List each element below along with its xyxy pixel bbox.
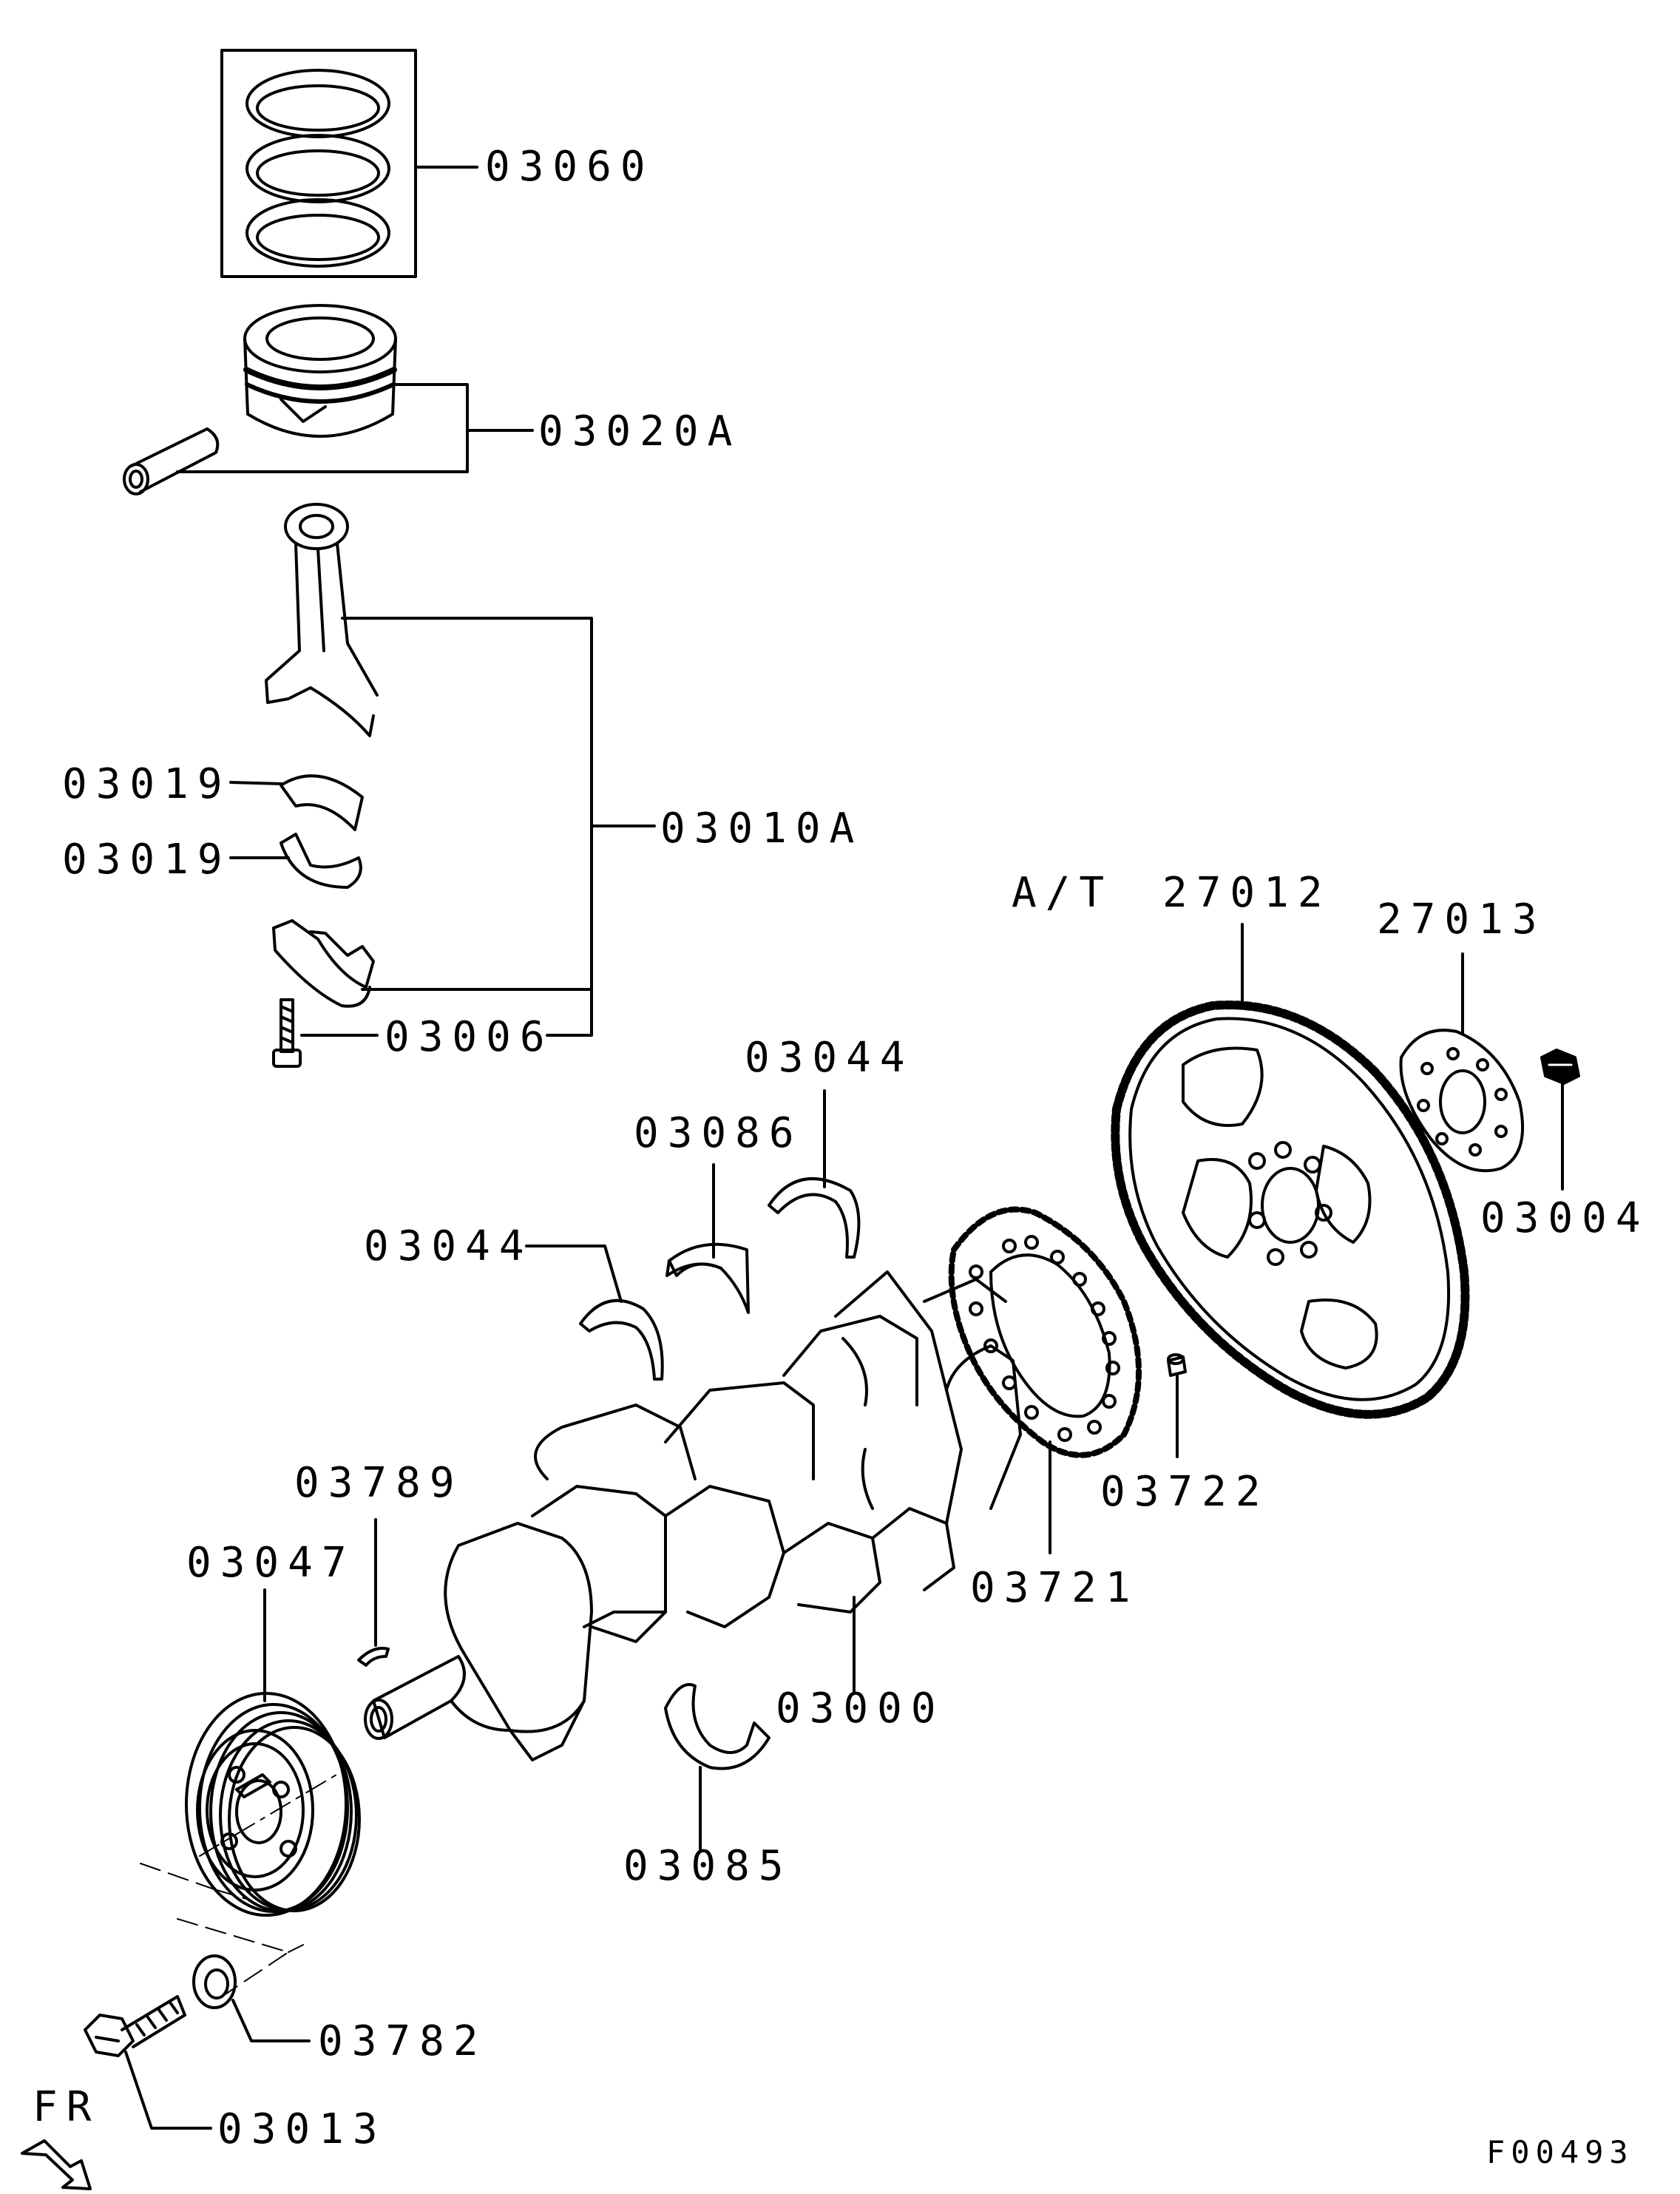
thrust-bearing-upper-right[interactable] [768,1177,861,1259]
label-at-note: A/T [1012,869,1114,917]
label-03019-lower[interactable]: 03019 [62,836,231,884]
label-03010A[interactable]: 03010A [660,805,864,853]
label-03019-upper[interactable]: 03019 [62,760,231,808]
label-03004[interactable]: 03004 [1480,1194,1650,1242]
label-27013[interactable]: 27013 [1377,895,1546,944]
piston[interactable] [243,304,397,438]
leader-03044-left [525,1245,623,1303]
flex-plate[interactable] [1111,1000,1470,1419]
dowel-pin[interactable] [1167,1353,1187,1377]
label-03000[interactable]: 03000 [776,1685,945,1733]
label-03085[interactable]: 03085 [623,1842,793,1890]
label-03047[interactable]: 03047 [186,1539,356,1587]
rod-bearing-upper[interactable] [280,774,364,831]
figure-code: F00493 [1486,2134,1634,2170]
label-03020A[interactable]: 03020A [538,407,742,456]
front-direction-arrow [21,2139,92,2190]
leader-03782 [231,1999,311,2042]
leader-03019-a [229,781,284,785]
main-bearing-lower[interactable] [664,1683,770,1770]
label-03060[interactable]: 03060 [485,143,654,191]
label-27012[interactable]: 27012 [1162,869,1332,917]
connecting-rod[interactable] [265,503,379,737]
crankshaft[interactable] [364,1270,1022,1761]
piston-rings[interactable] [220,49,417,278]
adapter-plate[interactable] [1399,1029,1525,1173]
centerline [199,1774,337,1857]
leader-03010A [341,617,656,1037]
rod-cap[interactable] [272,919,375,1008]
leader-03020A [176,383,534,473]
pulley-bolt[interactable] [84,1995,186,2057]
leader-03013 [124,2051,212,2130]
rod-bearing-lower[interactable] [280,833,362,889]
label-03086[interactable]: 03086 [634,1109,803,1157]
woodruff-key[interactable] [357,1647,390,1667]
label-03721[interactable]: 03721 [970,1564,1139,1612]
main-bearing-upper[interactable] [665,1242,750,1314]
label-03044-left[interactable]: 03044 [364,1222,533,1270]
label-03722[interactable]: 03722 [1100,1468,1270,1516]
label-03044-right[interactable]: 03044 [745,1034,914,1082]
flywheel-bolt[interactable] [1540,1049,1580,1085]
piston-pin[interactable] [123,427,220,495]
rod-bolt[interactable] [272,998,302,1068]
assembly-guide [140,1863,304,1997]
label-03006[interactable]: 03006 [385,1013,554,1061]
label-03782[interactable]: 03782 [318,2017,487,2065]
pulley-washer[interactable] [192,1954,237,2009]
label-front-direction: FR [33,2083,101,2131]
label-03789[interactable]: 03789 [294,1459,464,1507]
label-03013[interactable]: 03013 [217,2105,387,2153]
thrust-bearing-upper-left[interactable] [579,1299,664,1381]
crank-pulley[interactable] [185,1692,361,1917]
crank-sensor-plate[interactable] [948,1206,1142,1458]
